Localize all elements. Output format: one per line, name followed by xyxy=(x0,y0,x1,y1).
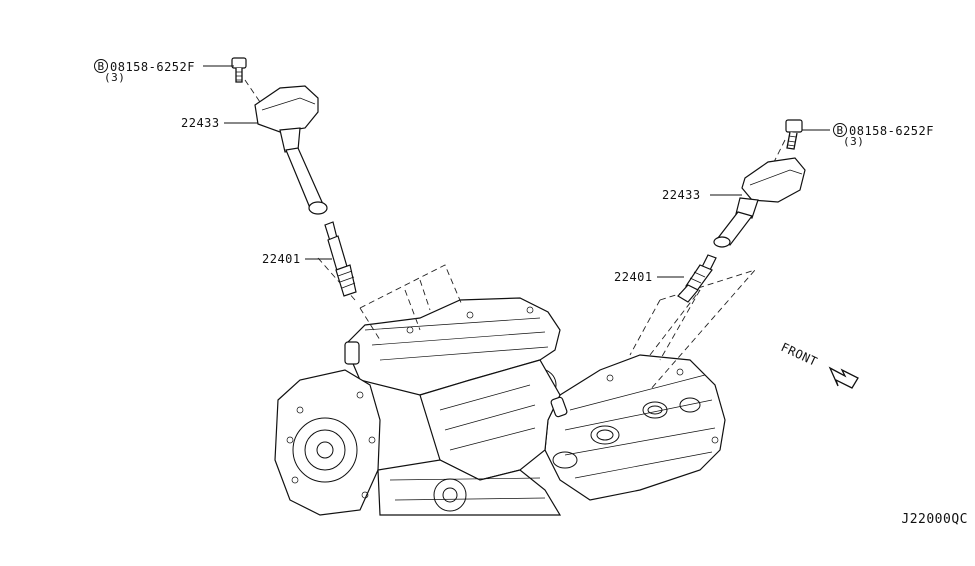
leader-lines xyxy=(203,65,830,278)
bolt-right-qty: (3) xyxy=(843,135,864,148)
bolt-left xyxy=(231,57,247,83)
bolt-right-part: 08158-6252F xyxy=(849,124,934,138)
callout-bolt-left: B 08158-6252F (3) xyxy=(94,59,195,84)
plug-left-label: 22401 xyxy=(262,252,301,266)
coil-right-label: 22433 xyxy=(662,188,701,202)
spark-plug-left xyxy=(324,221,357,297)
front-arrow-icon xyxy=(828,366,859,389)
ignition-coil-left xyxy=(254,85,328,215)
front-label: FRONT xyxy=(779,340,820,369)
bolt-right xyxy=(785,119,803,150)
plug-right-label: 22401 xyxy=(614,270,653,284)
diagram-code: J22000QC xyxy=(901,512,968,527)
bolt-left-qty: (3) xyxy=(104,71,125,84)
spark-plug-right xyxy=(677,254,717,303)
front-direction-indicator: FRONT xyxy=(779,340,859,389)
bolt-left-symbol: B xyxy=(97,60,104,73)
bolt-left-part: 08158-6252F xyxy=(110,60,195,74)
ignition-coil-right xyxy=(713,157,806,248)
coil-left-label: 22433 xyxy=(181,116,220,130)
bolt-right-symbol: B xyxy=(836,124,843,137)
engine-block xyxy=(274,297,726,516)
callout-bolt-right: B 08158-6252F (3) xyxy=(833,123,934,148)
projection-lines xyxy=(244,79,786,391)
